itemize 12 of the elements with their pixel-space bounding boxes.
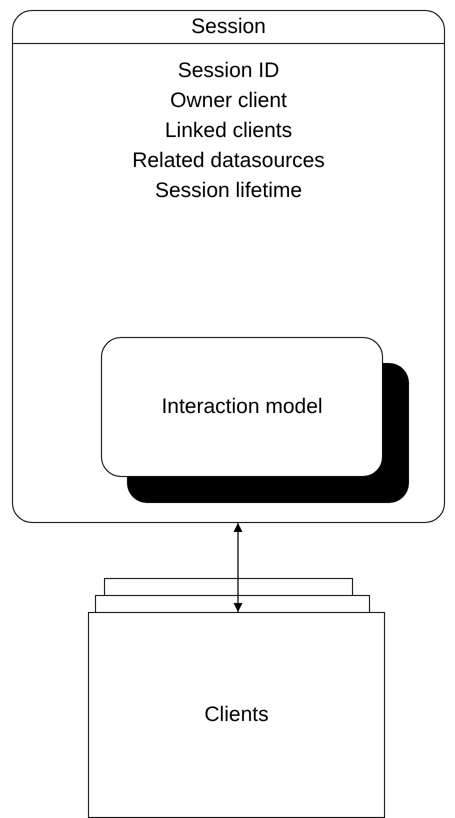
double-arrow bbox=[234, 523, 242, 612]
box-heading: Session bbox=[191, 14, 266, 40]
attribute-text: Session ID bbox=[178, 58, 280, 84]
attribute-text: Session lifetime bbox=[154, 178, 302, 204]
session-box bbox=[12, 10, 445, 523]
box-label: Clients bbox=[204, 702, 269, 728]
document-box bbox=[88, 612, 385, 818]
attribute-text: Related datasources bbox=[132, 148, 325, 174]
attribute-text: Linked clients bbox=[164, 118, 292, 144]
process-box bbox=[101, 337, 383, 477]
attribute-text: Owner client bbox=[170, 88, 287, 114]
box-label: Interaction model bbox=[161, 394, 323, 420]
